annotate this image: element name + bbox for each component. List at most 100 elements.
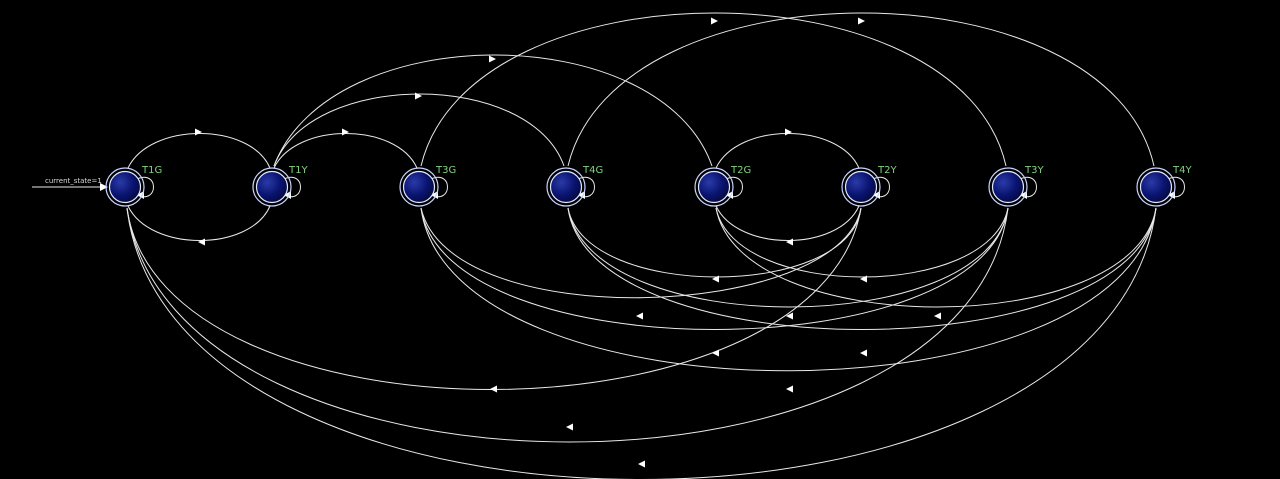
- state-t3y[interactable]: T3Y: [988, 165, 1044, 207]
- transition-arrowhead: [490, 385, 497, 393]
- state-label: T4G: [582, 165, 603, 176]
- transition-path: [420, 12, 1007, 167]
- transition-t3g-to-t3y: [420, 12, 1007, 167]
- state-circle: [108, 170, 142, 204]
- state-ring: [694, 167, 734, 207]
- state-circle: [697, 170, 731, 204]
- transition-arrowhead: [786, 312, 793, 320]
- transition-edges: [126, 12, 1157, 479]
- transition-path: [567, 207, 1009, 308]
- self-loop-arrowhead: [726, 191, 733, 199]
- state-label: T3G: [435, 165, 456, 176]
- transition-arrowhead: [712, 275, 719, 283]
- transition-t3y-to-t1g: [126, 207, 1009, 443]
- self-loop-arrowhead: [578, 191, 585, 199]
- transition-arrowhead: [566, 423, 573, 431]
- transition-t3y-to-t3g: [420, 207, 1009, 357]
- state-label: T2Y: [877, 165, 897, 176]
- state-label: T1Y: [288, 165, 308, 176]
- transition-path: [126, 207, 1009, 443]
- transition-arrowhead: [860, 349, 867, 357]
- transition-arrowhead: [342, 128, 349, 136]
- transition-t2g-to-t2y: [715, 128, 860, 169]
- transition-path: [420, 207, 1009, 330]
- state-ring: [988, 167, 1028, 207]
- transition-arrowhead: [934, 312, 941, 320]
- transition-arrowhead: [198, 238, 205, 246]
- state-t3g[interactable]: T3G: [399, 165, 456, 207]
- self-loop-arrowhead: [284, 191, 291, 199]
- state-ring: [105, 167, 145, 207]
- self-loop-arrowhead: [137, 191, 144, 199]
- transition-path: [273, 93, 565, 167]
- state-label: T3Y: [1024, 165, 1044, 176]
- transition-arrowhead: [860, 275, 867, 283]
- transition-t1y-to-t4g: [273, 92, 565, 167]
- state-ring: [1136, 167, 1176, 207]
- state-circle: [1139, 170, 1173, 204]
- initial-transition: current_state=1: [32, 177, 108, 191]
- state-circle: [844, 170, 878, 204]
- transition-t3y-to-t2g: [715, 207, 1009, 283]
- transition-t1g-to-t1y: [127, 128, 271, 169]
- state-t4y[interactable]: T4Y: [1136, 165, 1192, 207]
- state-label: T2G: [730, 165, 751, 176]
- transition-path: [567, 207, 1157, 330]
- transition-path: [715, 207, 1157, 308]
- state-nodes: T1G T1Y T3G T4G T2G T2Y T3Y T4Y: [105, 165, 1192, 207]
- state-t1y[interactable]: T1Y: [252, 165, 308, 207]
- state-ring: [546, 167, 586, 207]
- self-loop-arrowhead: [431, 191, 438, 199]
- transition-path: [715, 205, 860, 241]
- transition-t3y-to-t4g: [567, 207, 1009, 320]
- self-loop-arrowhead: [1168, 191, 1175, 199]
- transition-t4g-to-t4y: [567, 12, 1155, 167]
- transition-t4y-to-t1g: [126, 207, 1157, 479]
- transition-t1y-to-t3g: [273, 128, 418, 169]
- state-circle: [402, 170, 436, 204]
- transition-arrowhead: [636, 312, 643, 320]
- transition-path: [567, 12, 1155, 167]
- state-circle: [255, 170, 289, 204]
- transition-t4y-to-t4g: [567, 207, 1157, 357]
- transition-t2y-to-t3g: [420, 207, 862, 320]
- state-label: T4Y: [1172, 165, 1192, 176]
- initial-transition-label: current_state=1: [45, 177, 102, 185]
- state-ring: [252, 167, 292, 207]
- state-t2y[interactable]: T2Y: [841, 165, 897, 207]
- transition-t4y-to-t3g: [420, 207, 1157, 393]
- transition-arrowhead: [195, 128, 202, 136]
- transition-path: [715, 133, 860, 169]
- state-t1g[interactable]: T1G: [105, 165, 162, 207]
- state-circle: [991, 170, 1025, 204]
- transition-t2y-to-t1g: [126, 207, 862, 393]
- transition-arrowhead: [786, 238, 793, 246]
- state-ring: [399, 167, 439, 207]
- transition-path: [127, 133, 271, 169]
- transition-arrowhead: [786, 385, 793, 393]
- transition-path: [273, 54, 713, 167]
- state-t2g[interactable]: T2G: [694, 165, 751, 207]
- transition-arrowhead: [711, 17, 718, 25]
- state-ring: [841, 167, 881, 207]
- transition-path: [715, 207, 1009, 278]
- initial-transition-arrowhead: [100, 183, 108, 191]
- transition-arrowhead: [785, 128, 792, 136]
- transition-arrowhead: [638, 460, 645, 468]
- transition-path: [126, 207, 862, 390]
- transition-t1y-to-t2g: [273, 54, 713, 167]
- transition-path: [127, 205, 271, 241]
- transition-arrowhead: [858, 17, 865, 25]
- transition-t1y-to-t1g: [127, 205, 271, 246]
- transition-t4y-to-t2g: [715, 207, 1157, 320]
- transition-arrowhead: [489, 55, 496, 63]
- transition-path: [420, 207, 1157, 372]
- transition-t2y-to-t2g: [715, 205, 860, 246]
- state-t4g[interactable]: T4G: [546, 165, 603, 207]
- state-label: T1G: [141, 165, 162, 176]
- transition-arrowhead: [712, 349, 719, 357]
- transition-path: [273, 133, 418, 169]
- self-loop-arrowhead: [873, 191, 880, 199]
- state-circle: [549, 170, 583, 204]
